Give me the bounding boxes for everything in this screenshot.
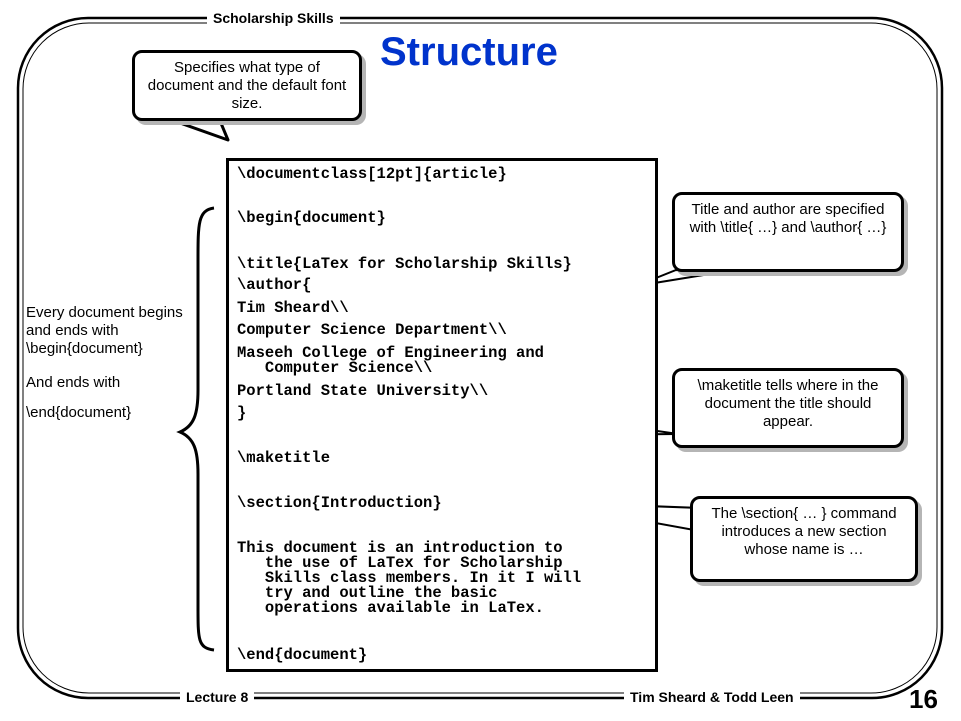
maketitle-callout: \maketitle tells where in the document t…	[672, 368, 904, 448]
code-author-name: Tim Sheard\\	[237, 299, 349, 317]
code-author-open: \author{	[237, 276, 312, 294]
code-department: Computer Science Department\\	[237, 321, 507, 339]
code-end-document: \end{document}	[237, 646, 368, 664]
latex-code-box: \documentclass[12pt]{article} \begin{doc…	[226, 158, 658, 672]
authors-footer: Tim Sheard & Todd Leen	[624, 688, 800, 706]
page-number: 16	[909, 684, 938, 714]
code-body-text: This document is an introduction to the …	[237, 539, 582, 617]
code-author-close: }	[237, 404, 247, 422]
code-section: \section{Introduction}	[237, 494, 442, 512]
section-callout: The \section{ … } command introduces a n…	[690, 496, 918, 582]
title-author-callout: Title and author are specified with \tit…	[672, 192, 904, 272]
slide-title: Structure	[380, 30, 558, 74]
code-begin-document: \begin{document}	[237, 209, 386, 227]
side-note-and-ends: And ends with	[26, 374, 121, 391]
side-note-begin: Every document begins and ends with \beg…	[26, 304, 183, 357]
side-note-end: \end{document}	[26, 404, 132, 421]
code-college: Maseeh College of Engineering and Comput…	[237, 344, 544, 377]
course-header: Scholarship Skills	[207, 9, 340, 27]
lecture-footer: Lecture 8	[180, 688, 255, 706]
documentclass-callout: Specifies what type of document and the …	[132, 50, 362, 121]
code-university: Portland State University\\	[237, 382, 489, 400]
code-maketitle: \maketitle	[237, 449, 331, 467]
code-title: \title{LaTex for Scholarship Skills}	[237, 255, 572, 273]
code-documentclass: \documentclass[12pt]{article}	[237, 165, 507, 183]
